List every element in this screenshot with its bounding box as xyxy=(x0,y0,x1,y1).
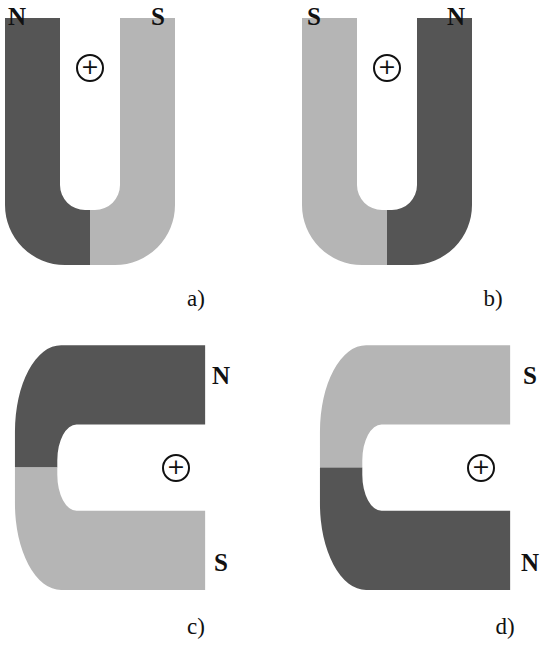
panel-label: a) xyxy=(187,287,205,310)
pole-label: S xyxy=(523,363,537,388)
panel-label: d) xyxy=(495,615,514,638)
circled-plus: + xyxy=(162,454,190,482)
horseshoe-magnet-b xyxy=(302,18,472,265)
pole-label: N xyxy=(212,363,230,388)
circled-plus: + xyxy=(467,454,495,482)
pole-label: N xyxy=(521,550,539,575)
pole-label: S xyxy=(307,4,321,29)
pole-label: N xyxy=(447,4,465,29)
plus-sign: + xyxy=(378,56,396,78)
pole-label: S xyxy=(214,550,228,575)
plus-sign: + xyxy=(167,456,185,478)
circled-plus: + xyxy=(373,54,401,82)
horseshoe-magnet-a xyxy=(5,18,175,265)
panel-label: b) xyxy=(483,287,502,310)
plus-sign: + xyxy=(81,56,99,78)
horseshoe-magnet-d xyxy=(320,345,510,590)
pole-label: N xyxy=(8,4,26,29)
plus-sign: + xyxy=(472,456,490,478)
panel-label: c) xyxy=(187,615,205,638)
horseshoe-magnet-c xyxy=(15,345,205,590)
circled-plus: + xyxy=(76,54,104,82)
pole-label: S xyxy=(151,4,165,29)
